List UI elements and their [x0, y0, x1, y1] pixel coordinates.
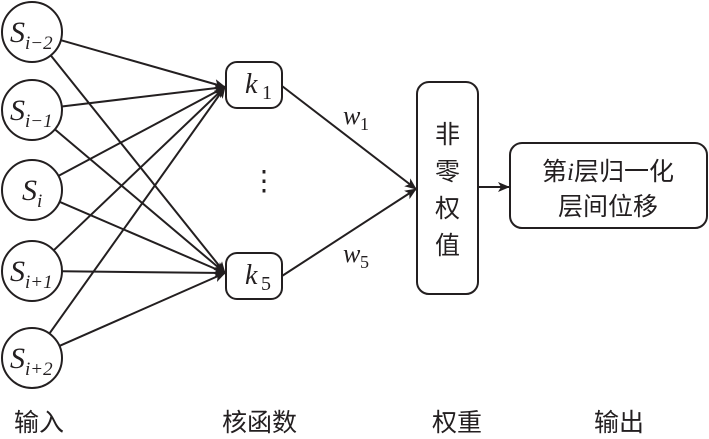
- output-line-1-i: i: [567, 159, 574, 186]
- label-kernel: 核函数: [222, 408, 298, 437]
- input-node-1: Si−2: [1, 1, 63, 63]
- weight-label-1: w 1: [343, 101, 369, 134]
- edge-input-2-kernel-5: [54, 128, 226, 274]
- input-node-base: S: [10, 94, 25, 127]
- edge-k5-weights: [281, 188, 417, 277]
- input-node-2: Si−1: [1, 79, 63, 141]
- input-node-sub: i−2: [25, 33, 53, 54]
- kernel-5-base: k: [245, 260, 258, 291]
- input-node-label: Si+2: [10, 342, 53, 380]
- output-line-2: 层间位移: [558, 192, 658, 221]
- label-weight: 权重: [432, 408, 483, 437]
- label-output: 输出: [594, 408, 645, 437]
- edge-input-3-kernel-1: [57, 86, 226, 177]
- weight-box-char-3: 权: [435, 194, 460, 223]
- weight-box-char-2: 零: [435, 157, 460, 186]
- edge-input-5-kernel-5: [59, 272, 226, 347]
- edge-input-1-kernel-1: [60, 39, 226, 89]
- output-line-1a: 第: [542, 157, 567, 186]
- edge-input-2-kernel-1: [61, 83, 226, 108]
- edge-input-5-kernel-1: [48, 86, 226, 335]
- input-node-label: Si−1: [10, 94, 53, 132]
- input-node-circle: [1, 159, 63, 221]
- edge-input-4-kernel-1: [53, 86, 226, 252]
- input-node-sub: i+2: [25, 359, 53, 380]
- input-node-sub: i−1: [25, 111, 53, 132]
- input-node-sub: i: [37, 191, 42, 212]
- input-node-4: Si+1: [1, 240, 63, 302]
- input-node-circle: [1, 1, 63, 63]
- output-line-1: 第i层归一化: [542, 157, 674, 186]
- kernel-1-sub: 1: [262, 82, 272, 104]
- output-box: 第i层归一化 层间位移: [509, 142, 708, 229]
- input-node-label: Si+1: [10, 255, 53, 293]
- input-node-base: S: [22, 174, 37, 207]
- edge-input-3-kernel-5: [59, 200, 226, 274]
- kernel-node-5: k 5: [225, 252, 283, 300]
- kernel-1-base: k: [245, 69, 258, 100]
- weight-5-base: w: [343, 239, 361, 268]
- kernel-node-1: k 1: [225, 61, 283, 109]
- edge-k1-weights: [281, 85, 417, 190]
- input-node-sub: i+1: [25, 272, 53, 293]
- weight-5-sub: 5: [360, 252, 369, 272]
- kernel-5-sub: 5: [261, 273, 271, 295]
- weight-box-char-4: 值: [435, 231, 460, 260]
- weight-box-char-1: 非: [435, 120, 460, 149]
- input-kernel-edges: [48, 39, 226, 347]
- output-line-1b: 层归一化: [574, 157, 674, 186]
- ellipsis: ⋮: [250, 166, 278, 197]
- input-node-base: S: [10, 16, 25, 49]
- input-node-label: Si: [22, 174, 42, 212]
- input-node-base: S: [10, 342, 25, 375]
- label-input: 输入: [14, 408, 65, 437]
- edge-input-1-kernel-5: [49, 54, 226, 274]
- weight-1-base: w: [343, 101, 361, 130]
- input-node-label: Si−2: [10, 16, 53, 54]
- nonzero-weights-box: 非 零 权 值: [416, 81, 479, 295]
- weight-label-5: w 5: [343, 239, 369, 272]
- input-node-3: Si: [1, 159, 63, 221]
- input-node-circle: [1, 327, 63, 389]
- edge-input-4-kernel-5: [61, 267, 226, 278]
- input-node-5: Si+2: [1, 327, 63, 389]
- input-node-base: S: [10, 255, 25, 288]
- input-node-circle: [1, 240, 63, 302]
- input-node-circle: [1, 79, 63, 141]
- weight-1-sub: 1: [360, 114, 369, 134]
